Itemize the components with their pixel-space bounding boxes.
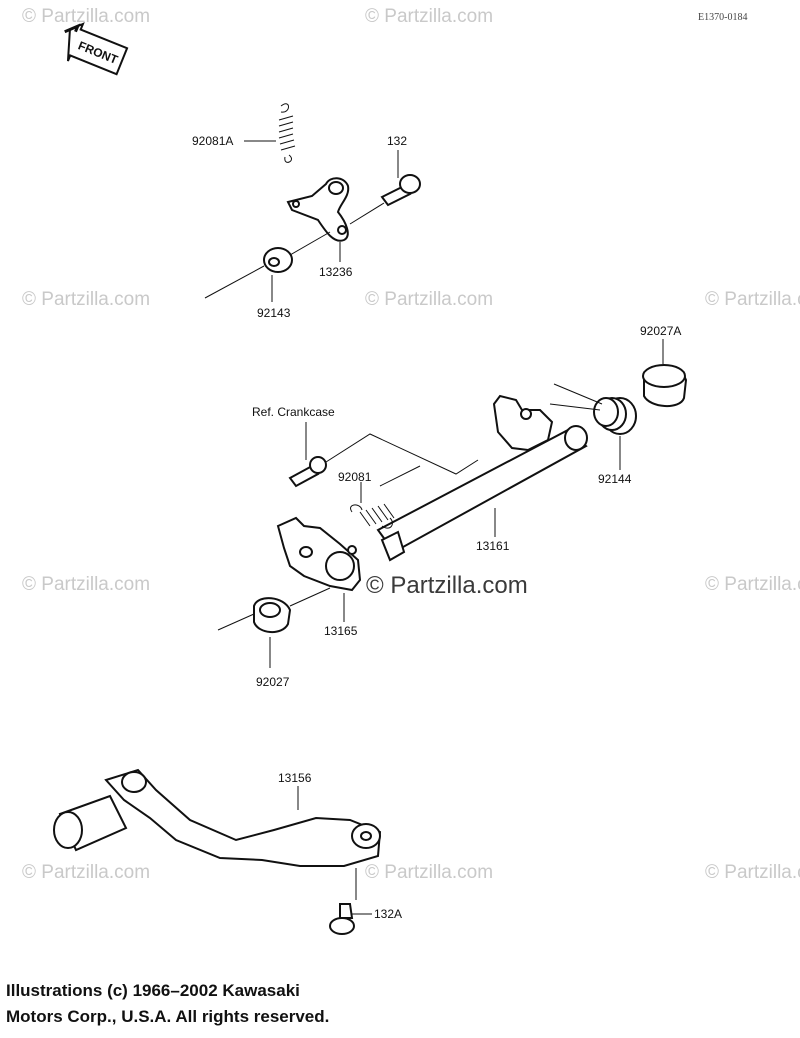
part-label-92027: 92027 <box>256 675 290 689</box>
part-label-92144: 92144 <box>598 472 632 486</box>
watermark-text: © Partzilla.com <box>365 862 493 883</box>
watermark-text: © Partzilla.com <box>705 862 800 883</box>
watermark-text: © Partzilla.com <box>22 862 150 883</box>
copyright-line-1: Illustrations (c) 1966–2002 Kawasaki <box>6 981 300 1000</box>
part-label-ref-crankcase: Ref. Crankcase <box>252 405 335 419</box>
part-label-92081A: 92081A <box>192 134 233 148</box>
plate-13236 <box>286 177 350 242</box>
part-label-92027A: 92027A <box>640 324 681 338</box>
seal-92027A <box>642 364 688 407</box>
part-label-92143: 92143 <box>257 306 291 320</box>
front-direction-arrow: FRONT <box>64 22 129 76</box>
copyright-notice: Illustrations (c) 1966–2002 Kawasaki Mot… <box>6 978 526 1030</box>
watermark-text: © Partzilla.com <box>365 6 493 27</box>
part-label-13165: 13165 <box>324 624 358 638</box>
part-label-13161: 13161 <box>476 539 510 553</box>
spring-92081 <box>350 503 395 529</box>
part-label-13156: 13156 <box>278 771 312 785</box>
watermark-text: © Partzilla.com <box>22 574 150 595</box>
seal-92027 <box>253 597 292 633</box>
shift-plate-13165 <box>276 516 362 592</box>
shift-pedal-13156 <box>53 768 382 867</box>
part-label-92081: 92081 <box>338 470 372 484</box>
part-label-13236: 13236 <box>319 265 353 279</box>
diagram-code: E1370-0184 <box>698 12 747 23</box>
watermark-text: © Partzilla.com <box>22 289 150 310</box>
copyright-line-2: Motors Corp., U.S.A. All rights reserved… <box>6 1007 330 1026</box>
part-labels: 92081A 132 13236 92143 92027A Ref. Crank… <box>192 134 681 921</box>
watermark-text-center: © Partzilla.com <box>366 572 528 599</box>
watermark-text: © Partzilla.com <box>365 289 493 310</box>
ref-crankcase-pin <box>288 456 327 488</box>
spring-92081A <box>278 103 296 163</box>
torsion-spring-92144 <box>549 383 637 435</box>
watermark-text: © Partzilla.com <box>705 289 800 310</box>
washer-92143 <box>263 247 293 273</box>
bolt-132A <box>329 903 355 935</box>
part-label-132: 132 <box>387 134 407 148</box>
bolt-132 <box>380 174 421 207</box>
part-label-132A: 132A <box>374 907 402 921</box>
watermark-text: © Partzilla.com <box>705 574 800 595</box>
shift-shaft-13161 <box>376 394 588 562</box>
watermark-layer: © Partzilla.com © Partzilla.com © Partzi… <box>22 6 800 883</box>
watermark-text: © Partzilla.com <box>22 6 150 27</box>
